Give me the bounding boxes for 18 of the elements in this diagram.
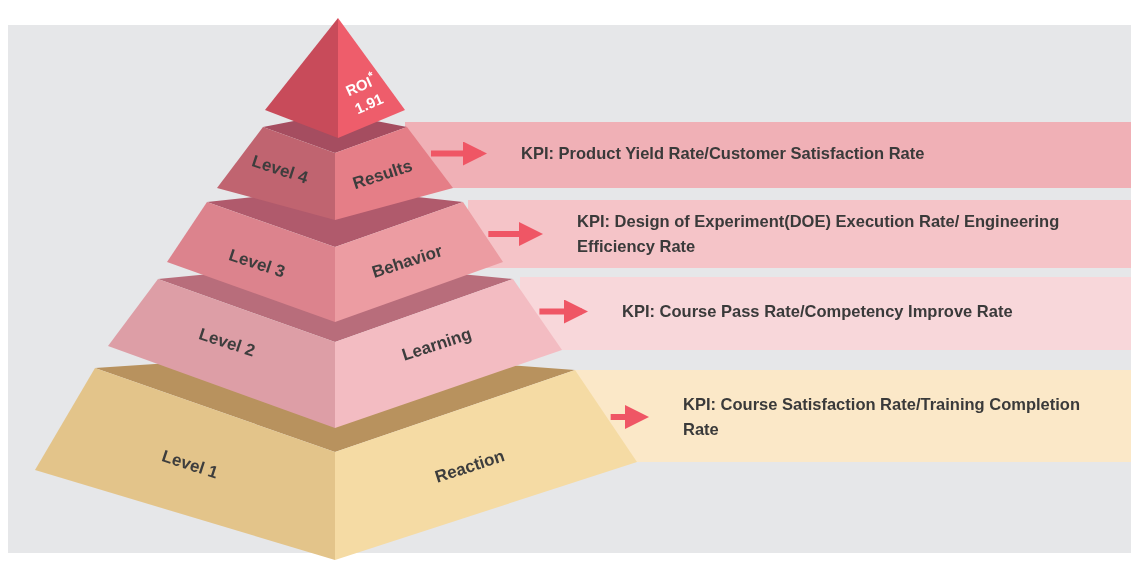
level-label: Level 1	[159, 446, 221, 484]
pyramid-tier	[217, 127, 453, 220]
level-name: Results	[349, 156, 415, 194]
pyramid-tier	[108, 279, 562, 428]
pyramid-tip	[265, 18, 405, 138]
kpi-text: KPI: Course Pass Rate/Competency Improve Rate	[622, 299, 1102, 324]
arrow	[539, 299, 588, 324]
level-label: Level 2	[196, 324, 258, 362]
level-label: Level 3	[226, 245, 288, 283]
arrow	[488, 222, 543, 246]
level-label: Level 4	[249, 151, 311, 189]
pyramid-tier	[35, 368, 637, 560]
arrow	[610, 405, 649, 429]
kpi-text: KPI: Design of Experiment(DOE) Execution Rate/ Engineering Efficiency Rate	[577, 209, 1097, 259]
kpi-text: KPI: Course Satisfaction Rate/Training Completion Rate	[683, 392, 1103, 442]
pyramid-tier	[167, 202, 503, 322]
kpi-text: KPI: Product Yield Rate/Customer Satisfaction Rate	[521, 141, 1111, 166]
arrow	[431, 141, 487, 166]
